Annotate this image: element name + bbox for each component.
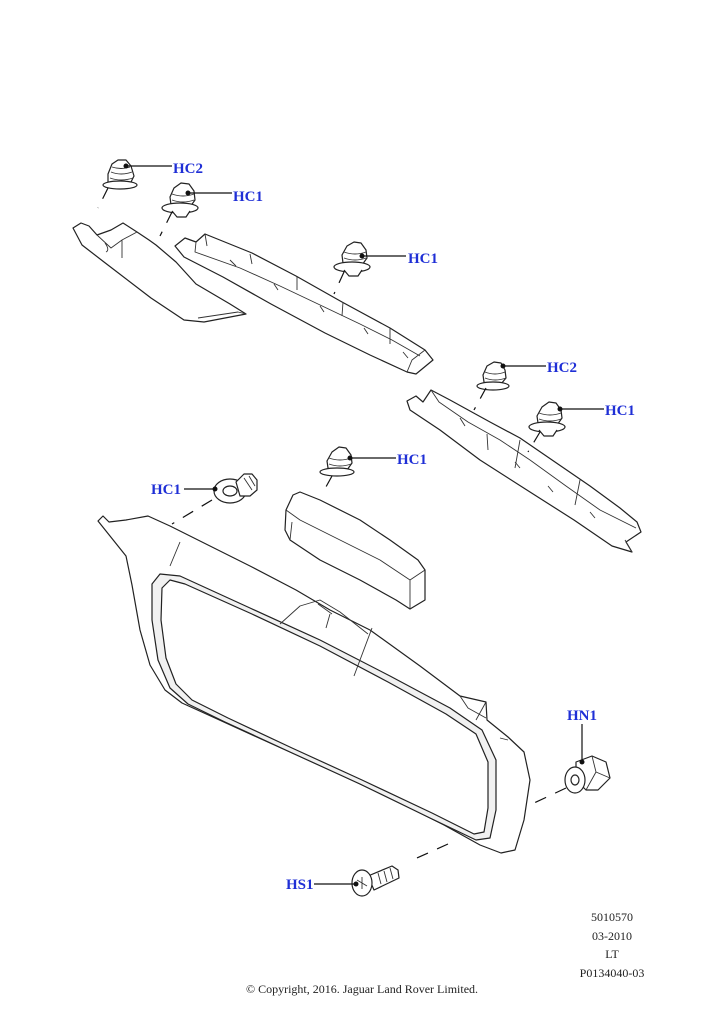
clip-hc2-top[interactable] (102, 159, 138, 190)
clip-hc1-middle[interactable] (319, 446, 355, 477)
callout-hc1-top-right[interactable]: HC1 (408, 251, 438, 267)
copyright-notice: © Copyright, 2016. Jaguar Land Rover Lim… (245, 982, 479, 996)
alignment-lines (97, 187, 567, 863)
clip-hc1-top-left[interactable] (161, 182, 199, 218)
clip-hc1-right[interactable] (528, 401, 566, 437)
callout-hc2-top[interactable]: HC2 (173, 161, 203, 177)
screw-hs1[interactable] (351, 865, 400, 897)
trim-panel-upper-center[interactable] (174, 233, 434, 375)
trim-panel-upper-left[interactable] (72, 222, 247, 323)
callout-hs1[interactable]: HS1 (286, 877, 314, 893)
trim-panel-right[interactable] (406, 389, 642, 553)
clip-hc2-right[interactable] (476, 361, 510, 391)
trim-panel-lower-main[interactable] (97, 515, 531, 854)
callout-hc1-left[interactable]: HC1 (151, 482, 181, 498)
reference-block: 5010570 03-2010 LT P0134040-03 (572, 908, 652, 983)
clip-hc1-top-right[interactable] (333, 241, 371, 277)
callout-hn1[interactable]: HN1 (567, 708, 597, 724)
callout-hc1-right[interactable]: HC1 (605, 403, 635, 419)
callout-hc1-top-left[interactable]: HC1 (233, 189, 263, 205)
clip-hc1-left[interactable] (212, 473, 258, 504)
reference-side: LT (605, 947, 619, 962)
callout-hc1-middle[interactable]: HC1 (397, 452, 427, 468)
illustration-id: P0134040-03 (579, 966, 645, 981)
trim-panel-middle[interactable] (284, 491, 426, 610)
nut-hn1[interactable] (564, 755, 611, 794)
reference-code: 5010570 (591, 910, 633, 924)
reference-date: 03-2010 (592, 928, 632, 943)
callout-hc2-right[interactable]: HC2 (547, 360, 577, 376)
leader-lines (123, 163, 604, 887)
